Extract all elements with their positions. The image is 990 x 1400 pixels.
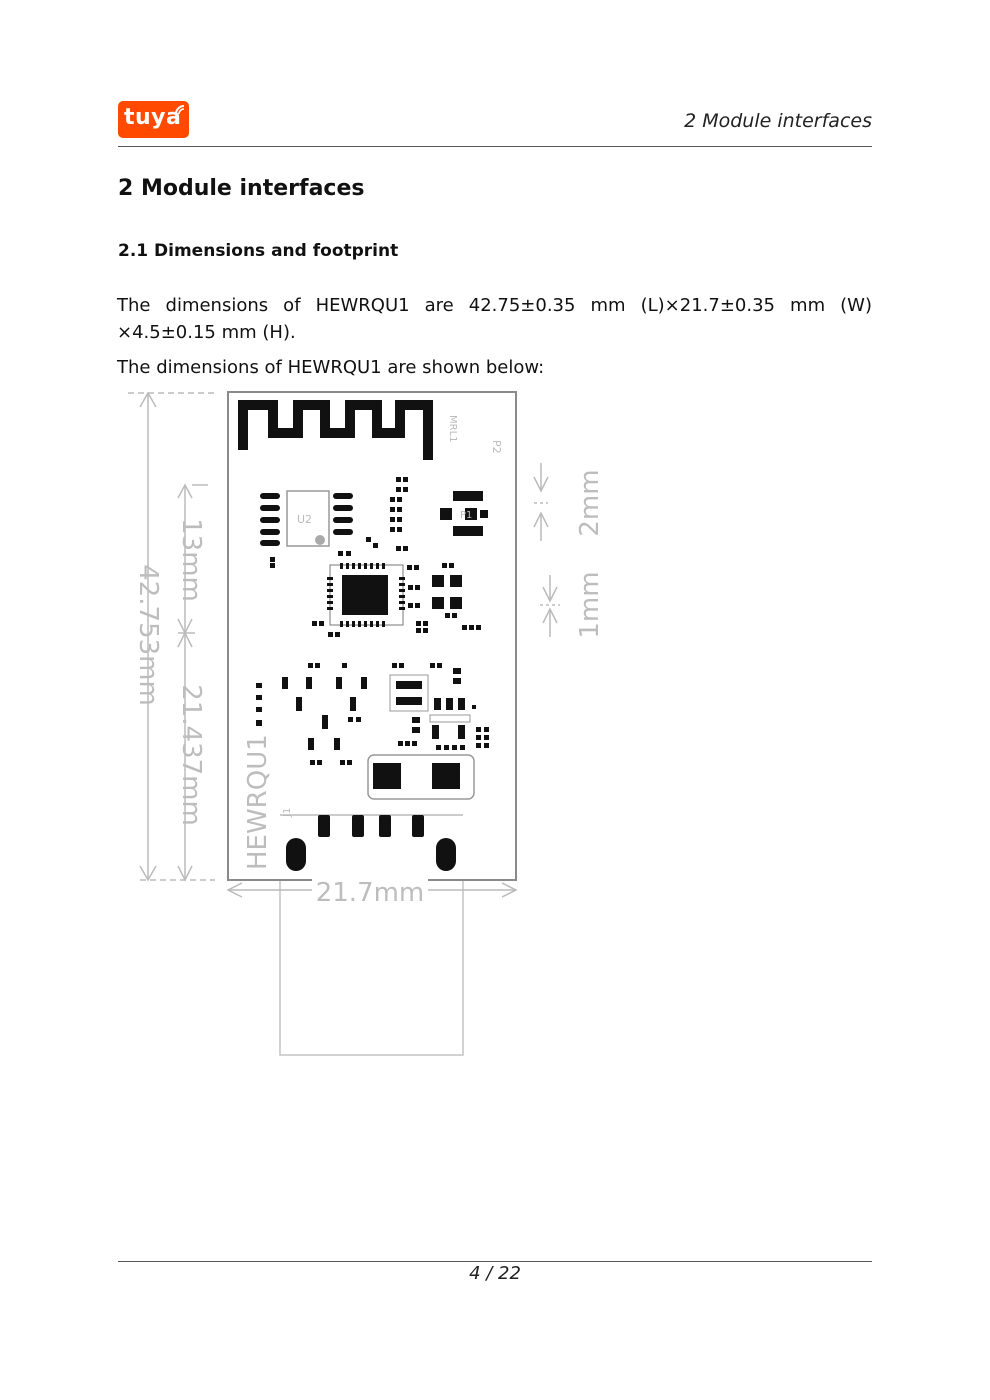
- dim-gap-1mm-label: 1mm: [575, 571, 605, 638]
- tuya-logo: tuya: [118, 101, 189, 138]
- dimensions-paragraph: The dimensions of HEWRQU1 are 42.75±0.35…: [117, 295, 872, 343]
- footer-divider: [118, 1261, 872, 1262]
- running-head: 2 Module interfaces: [684, 110, 872, 132]
- p1-component: [440, 491, 488, 536]
- main-soc-chip: [312, 563, 405, 637]
- lower-right-components: [367, 663, 489, 800]
- module-dimension-drawing: 42.753mm 13mm 21.437mm MRL1 P2 U2: [128, 391, 605, 1056]
- wifi-arc-icon: [175, 105, 185, 115]
- dimensions-intro: The dimensions of HEWRQU1 are shown belo…: [117, 357, 545, 378]
- lower-left-components: [256, 663, 367, 765]
- subsection-title: 2.1 Dimensions and footprint: [118, 241, 399, 261]
- passive-block: [407, 563, 481, 633]
- logo-text: tuya: [124, 105, 182, 130]
- section-title: 2 Module interfaces: [118, 176, 365, 201]
- dim-width-label: 21.7mm: [316, 878, 425, 908]
- svg-text:MRL1: MRL1: [447, 415, 458, 443]
- silk-u2: U2: [297, 513, 312, 526]
- dim-total-length-label: 42.753mm: [133, 564, 163, 706]
- module-silk-label: HEWRQU1: [243, 734, 273, 870]
- u2-chip: U2: [260, 490, 353, 547]
- pcb-antenna: [238, 400, 433, 460]
- dim-gap-2mm-label: 2mm: [575, 469, 605, 536]
- dim-board-length-label: 21.437mm: [176, 684, 206, 826]
- silk-p2: P2: [490, 440, 503, 454]
- dim-upper-label: 13mm: [176, 518, 206, 602]
- silk-j1: J1: [282, 808, 293, 818]
- pad-column: [270, 477, 408, 568]
- page-number: 4 / 22: [469, 1263, 521, 1284]
- silk-p1: P1: [460, 510, 472, 521]
- usb-pads: [280, 814, 463, 871]
- header-divider: [118, 146, 872, 147]
